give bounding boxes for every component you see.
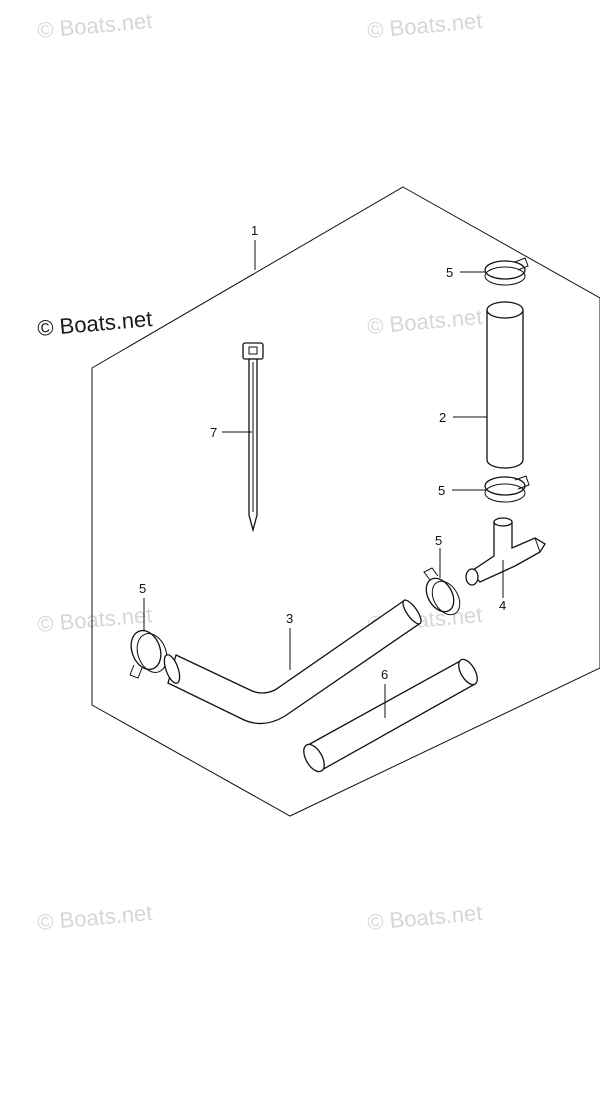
watermark: © Boats.net	[366, 900, 483, 935]
watermark: © Boats.net	[366, 8, 483, 43]
watermark: © Boats.net	[36, 602, 153, 637]
callout-5-right: 5	[435, 533, 442, 548]
kit-outline	[91, 186, 600, 817]
hose-bent-part	[163, 599, 422, 725]
clamp-part-middle	[484, 475, 530, 503]
tee-joint-part	[465, 517, 546, 586]
callout-7: 7	[210, 425, 217, 440]
watermark: © Boats.net	[366, 304, 483, 339]
hose-upper-part	[486, 301, 524, 469]
watermark: © Boats.net	[36, 8, 153, 43]
cable-tie-part	[242, 342, 264, 533]
clamp-part-left	[129, 629, 168, 679]
callout-4: 4	[499, 598, 506, 613]
callout-1: 1	[251, 223, 258, 238]
callout-5-middle: 5	[438, 483, 445, 498]
watermark: © Boats.net	[36, 900, 153, 935]
callout-5-upper: 5	[446, 265, 453, 280]
clamp-part-right	[423, 567, 461, 616]
clamp-part-upper	[484, 257, 529, 286]
watermark-logo: © Boats.net	[36, 306, 153, 341]
watermarks: © Boats.net © Boats.net © Boats.net © Bo…	[36, 8, 483, 935]
callout-2: 2	[439, 410, 446, 425]
callout-6: 6	[381, 667, 388, 682]
callout-3: 3	[286, 611, 293, 626]
hose-short-part	[303, 658, 478, 773]
callout-5-left: 5	[139, 581, 146, 596]
